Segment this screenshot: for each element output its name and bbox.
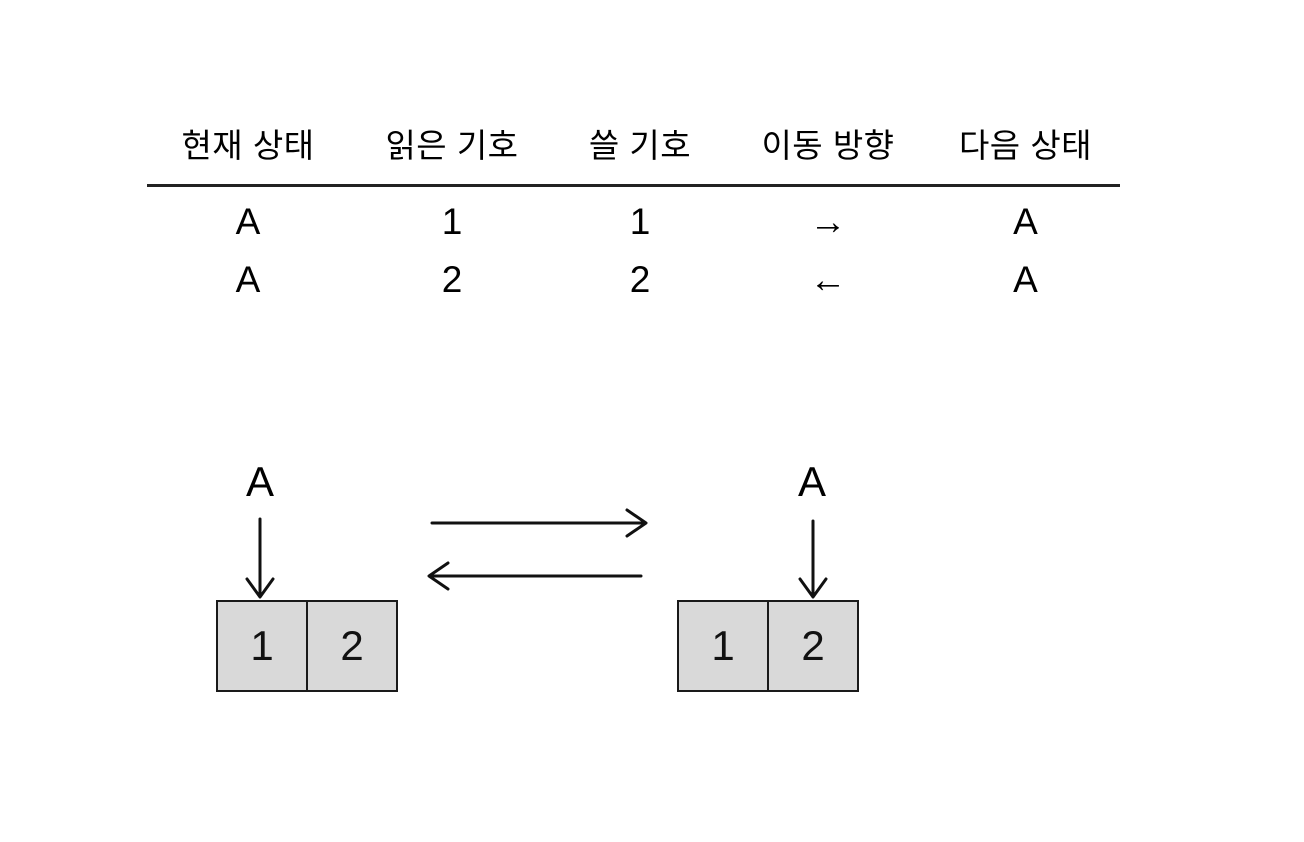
tape-cell: 2 [340, 622, 364, 669]
header-cell-current-state: 현재 상태 [181, 127, 315, 164]
table-cell-current-state: A [235, 259, 261, 300]
table-cell-move-direction: → [809, 201, 847, 242]
header-cell-next-state: 다음 상태 [958, 127, 1093, 164]
tape-right: 1 2 [677, 600, 859, 692]
transition-table-header-row: 현재 상태 읽은 기호 쓸 기호 이동 방향 다음 상태 [147, 116, 1120, 170]
tape-head-state-label-right: A [797, 458, 826, 505]
transition-left-arrow-icon [427, 561, 643, 591]
table-row: A 2 2 ← A [147, 251, 1120, 309]
head-down-arrow-icon-right [798, 519, 828, 599]
transition-table: 현재 상태 읽은 기호 쓸 기호 이동 방향 다음 상태 A 1 1 → A A… [147, 116, 1120, 309]
tape-head-state-label-left: A [245, 458, 274, 505]
header-cell-write-symbol: 쓸 기호 [588, 127, 692, 164]
table-cell-read-symbol: 2 [441, 259, 463, 300]
head-down-arrow-icon-left [245, 517, 275, 599]
table-cell-read-symbol: 1 [441, 201, 463, 242]
header-cell-move-direction: 이동 방향 [761, 127, 895, 164]
tape-cell: 1 [679, 602, 769, 690]
tape-left: 1 2 [216, 600, 398, 692]
table-row: A 1 1 → A [147, 193, 1120, 251]
transition-right-arrow-icon [430, 508, 648, 538]
table-cell-next-state: A [1013, 259, 1038, 300]
table-cell-write-symbol: 2 [629, 259, 651, 300]
table-header-divider [147, 184, 1120, 187]
table-cell-write-symbol: 1 [629, 201, 651, 242]
tape-cell: 1 [218, 602, 308, 690]
table-cell-move-direction: ← [809, 259, 847, 300]
table-cell-next-state: A [1013, 201, 1038, 242]
header-cell-read-symbol: 읽은 기호 [385, 127, 519, 164]
table-cell-current-state: A [235, 201, 261, 242]
tape-cell: 2 [801, 622, 825, 669]
